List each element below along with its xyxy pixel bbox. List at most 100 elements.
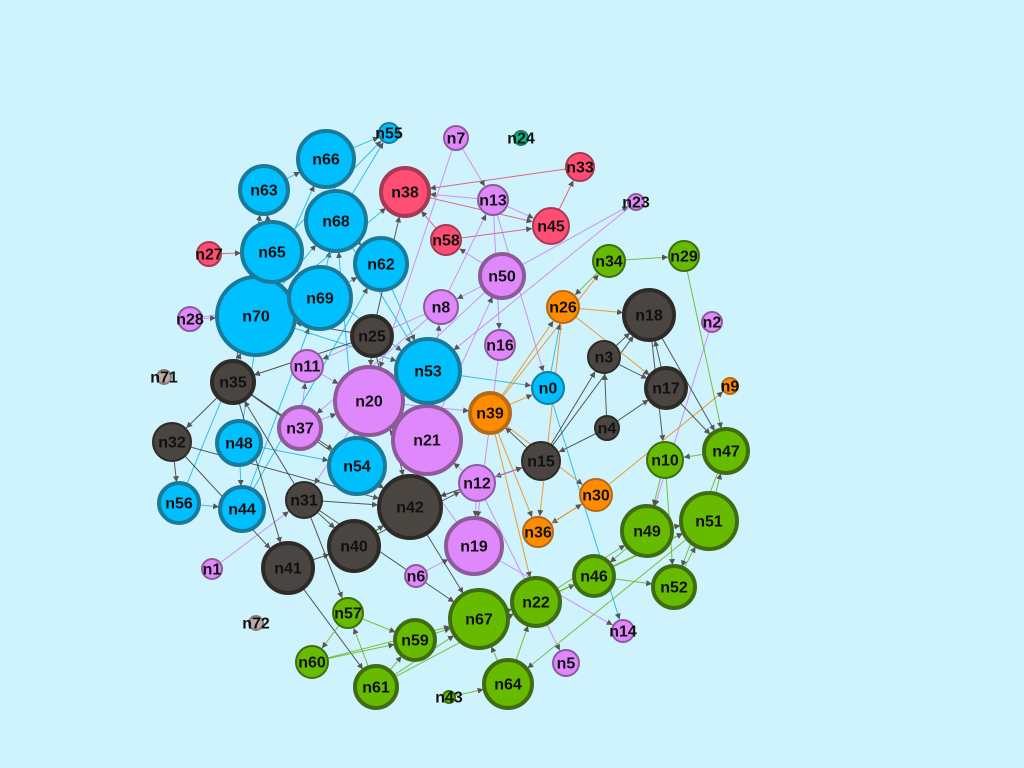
node-n33[interactable]: n33 xyxy=(565,152,595,182)
node-n18[interactable]: n18 xyxy=(622,288,676,342)
node-n64[interactable]: n64 xyxy=(482,658,534,710)
node-circle-n14[interactable] xyxy=(611,619,635,643)
node-circle-n16[interactable] xyxy=(484,329,516,361)
node-n4[interactable]: n4 xyxy=(594,415,620,441)
node-n57[interactable]: n57 xyxy=(332,597,364,629)
node-circle-n48[interactable] xyxy=(215,419,263,467)
node-n34[interactable]: n34 xyxy=(592,244,626,278)
node-n16[interactable]: n16 xyxy=(484,329,516,361)
node-n48[interactable]: n48 xyxy=(215,419,263,467)
node-circle-n31[interactable] xyxy=(285,481,323,519)
node-n47[interactable]: n47 xyxy=(702,427,750,475)
node-n3[interactable]: n3 xyxy=(587,340,621,374)
node-circle-n33[interactable] xyxy=(565,152,595,182)
node-circle-n11[interactable] xyxy=(290,349,324,383)
node-circle-n17[interactable] xyxy=(644,366,688,410)
node-circle-n38[interactable] xyxy=(379,166,431,218)
node-circle-n22[interactable] xyxy=(510,576,562,628)
node-n31[interactable]: n31 xyxy=(285,481,323,519)
node-circle-n50[interactable] xyxy=(478,252,526,300)
node-circle-n6[interactable] xyxy=(404,564,428,588)
node-n69[interactable]: n69 xyxy=(287,265,353,331)
node-circle-n59[interactable] xyxy=(393,618,437,662)
node-circle-n61[interactable] xyxy=(353,664,399,710)
node-circle-n44[interactable] xyxy=(218,485,266,533)
node-circle-n45[interactable] xyxy=(532,207,570,245)
node-circle-n35[interactable] xyxy=(210,359,256,405)
node-circle-n41[interactable] xyxy=(261,541,315,595)
node-n25[interactable]: n25 xyxy=(350,314,394,358)
node-circle-n5[interactable] xyxy=(552,649,580,677)
node-circle-n68[interactable] xyxy=(304,189,368,253)
node-n56[interactable]: n56 xyxy=(157,481,201,525)
node-circle-n43[interactable] xyxy=(442,690,456,704)
node-n50[interactable]: n50 xyxy=(478,252,526,300)
node-n20[interactable]: n20 xyxy=(333,365,405,437)
node-circle-n69[interactable] xyxy=(287,265,353,331)
node-n37[interactable]: n37 xyxy=(277,405,323,451)
node-n67[interactable]: n67 xyxy=(448,588,510,650)
node-n42[interactable]: n42 xyxy=(377,474,443,540)
node-n60[interactable]: n60 xyxy=(295,645,329,679)
node-circle-n67[interactable] xyxy=(448,588,510,650)
node-n44[interactable]: n44 xyxy=(218,485,266,533)
node-n0[interactable]: n0 xyxy=(531,371,565,405)
node-circle-n54[interactable] xyxy=(327,436,387,496)
node-n10[interactable]: n10 xyxy=(646,441,684,479)
node-circle-n66[interactable] xyxy=(296,129,356,189)
node-circle-n2[interactable] xyxy=(701,311,723,333)
node-circle-n0[interactable] xyxy=(531,371,565,405)
node-n15[interactable]: n15 xyxy=(521,441,561,481)
node-circle-n20[interactable] xyxy=(333,365,405,437)
node-circle-n40[interactable] xyxy=(327,519,381,573)
node-circle-n63[interactable] xyxy=(238,164,290,216)
node-circle-n19[interactable] xyxy=(444,516,504,576)
node-n46[interactable]: n46 xyxy=(572,554,616,598)
node-n62[interactable]: n62 xyxy=(353,236,409,292)
node-circle-n25[interactable] xyxy=(350,314,394,358)
node-n5[interactable]: n5 xyxy=(552,649,580,677)
node-circle-n1[interactable] xyxy=(201,558,223,580)
node-circle-n28[interactable] xyxy=(177,306,203,332)
node-circle-n64[interactable] xyxy=(482,658,534,710)
node-n39[interactable]: n39 xyxy=(468,391,512,435)
node-n43[interactable]: n43 xyxy=(435,690,463,707)
node-n40[interactable]: n40 xyxy=(327,519,381,573)
node-n29[interactable]: n29 xyxy=(668,240,700,272)
node-circle-n27[interactable] xyxy=(196,241,222,267)
node-circle-n57[interactable] xyxy=(332,597,364,629)
node-circle-n39[interactable] xyxy=(468,391,512,435)
node-circle-n52[interactable] xyxy=(651,564,697,610)
node-circle-n26[interactable] xyxy=(546,290,580,324)
node-circle-n7[interactable] xyxy=(443,125,469,151)
node-n30[interactable]: n30 xyxy=(579,478,613,512)
node-n41[interactable]: n41 xyxy=(261,541,315,595)
node-n63[interactable]: n63 xyxy=(238,164,290,216)
node-n36[interactable]: n36 xyxy=(522,516,554,548)
node-n45[interactable]: n45 xyxy=(532,207,570,245)
node-n72[interactable]: n72 xyxy=(242,615,270,633)
node-circle-n72[interactable] xyxy=(248,615,264,631)
node-n35[interactable]: n35 xyxy=(210,359,256,405)
node-circle-n42[interactable] xyxy=(377,474,443,540)
node-circle-n34[interactable] xyxy=(592,244,626,278)
node-circle-n24[interactable] xyxy=(513,130,529,146)
node-n11[interactable]: n11 xyxy=(290,349,324,383)
node-circle-n15[interactable] xyxy=(521,441,561,481)
node-n32[interactable]: n32 xyxy=(152,422,192,462)
node-n52[interactable]: n52 xyxy=(651,564,697,610)
node-n70[interactable]: n70 xyxy=(215,275,297,357)
node-circle-n47[interactable] xyxy=(702,427,750,475)
node-n53[interactable]: n53 xyxy=(394,337,462,405)
node-n38[interactable]: n38 xyxy=(379,166,431,218)
node-n59[interactable]: n59 xyxy=(393,618,437,662)
node-circle-n30[interactable] xyxy=(579,478,613,512)
node-n51[interactable]: n51 xyxy=(679,491,739,551)
node-circle-n60[interactable] xyxy=(295,645,329,679)
node-circle-n56[interactable] xyxy=(157,481,201,525)
node-n61[interactable]: n61 xyxy=(353,664,399,710)
node-n14[interactable]: n14 xyxy=(609,619,637,643)
node-n28[interactable]: n28 xyxy=(176,306,204,332)
node-n49[interactable]: n49 xyxy=(620,504,674,558)
node-circle-n71[interactable] xyxy=(156,369,172,385)
